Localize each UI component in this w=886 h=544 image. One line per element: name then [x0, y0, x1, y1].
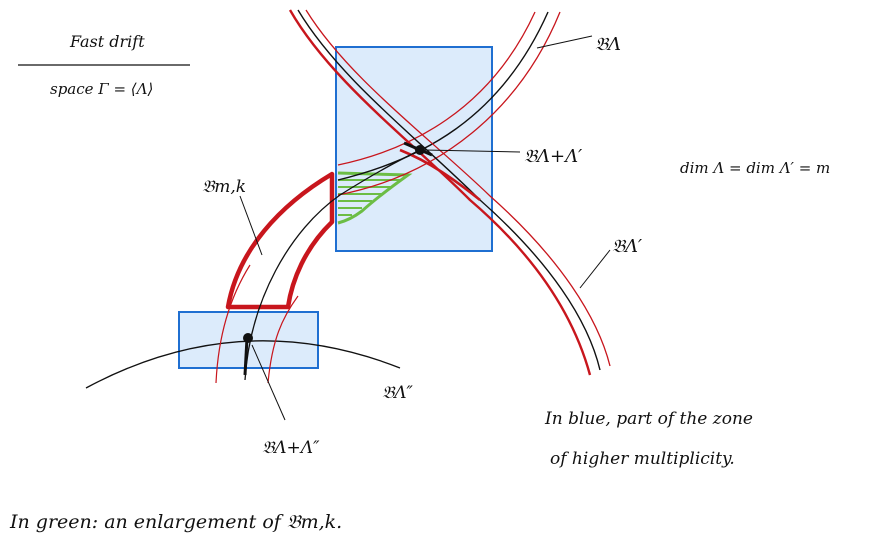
blue-note-line-2: of higher multiplicity.	[550, 449, 735, 469]
label-b-lambda-plus-dprime: 𝔅Λ+Λ″	[262, 438, 320, 458]
b-m-k-tube	[225, 171, 335, 310]
blue-note-line-1: In blue, part of the zone	[544, 409, 753, 429]
leader-b-m-k	[239, 195, 263, 256]
subtitle-text: space Γ = ⟨Λ⟩	[50, 80, 153, 98]
label-b-lambda-dprime: 𝔅Λ″	[382, 383, 414, 403]
b-lambda-prime-red-bold	[399, 148, 481, 202]
b-lambda-curve	[337, 11, 549, 181]
upper-blue-zone	[335, 46, 493, 252]
leader-b-lambda	[536, 35, 593, 49]
leader-b-lambda-prime	[579, 249, 611, 289]
leader-b-lambda-plus-prime	[424, 149, 521, 153]
lower-red-left	[215, 264, 251, 384]
leader-b-lambda-plus-dprime	[251, 344, 286, 421]
b-lambda-red-inner	[337, 11, 561, 196]
b-m-k-center-curve	[244, 149, 421, 381]
label-b-lambda: 𝔅Λ	[595, 34, 621, 55]
title-text: Fast drift	[69, 32, 145, 51]
label-b-m-k: 𝔅m,k	[202, 177, 246, 197]
label-b-lambda-plus-prime: 𝔅Λ+Λ′	[524, 146, 582, 167]
dim-note: dim Λ = dim Λ′ = m	[680, 159, 830, 177]
b-lambda-red-outer	[337, 11, 536, 166]
lower-red-right	[267, 295, 299, 384]
b-lambda-prime-red-right	[305, 9, 611, 367]
b-lambda-dprime-curve	[85, 340, 401, 389]
b-lambda-prime-red-left	[288, 9, 592, 376]
green-note: In green: an enlargement of 𝔅m,k.	[9, 511, 342, 533]
label-b-lambda-prime: 𝔅Λ′	[612, 236, 642, 257]
